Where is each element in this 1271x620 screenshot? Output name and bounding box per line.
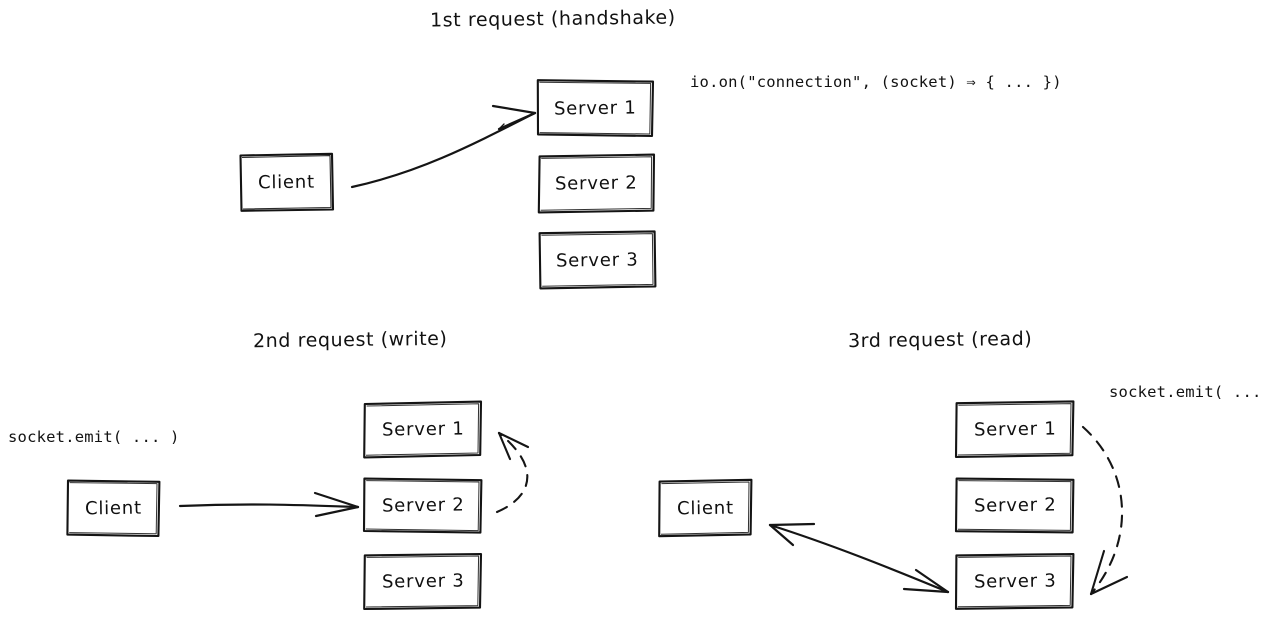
node-server-3-read[interactable]: Server 3 xyxy=(954,552,1075,611)
panel-title-handshake: 1st request (handshake) xyxy=(429,6,676,32)
node-label: Server 1 xyxy=(381,418,465,441)
node-client-write[interactable]: Client xyxy=(66,478,161,538)
code-note-socket-emit-read: socket.emit( ... ) xyxy=(1109,383,1271,401)
node-server-2-handshake[interactable]: Server 2 xyxy=(537,153,656,214)
arrow-client-to-server1-handshake xyxy=(350,104,537,189)
node-client-read[interactable]: Client xyxy=(658,478,753,538)
node-label: Server 3 xyxy=(381,570,465,593)
code-note-io-on-connection: io.on("connection", (socket) ⇒ { ... }) xyxy=(690,73,1062,91)
node-server-2-read[interactable]: Server 2 xyxy=(954,476,1075,535)
node-label: Client xyxy=(257,171,316,193)
node-client-handshake[interactable]: Client xyxy=(239,152,335,212)
node-label: Server 3 xyxy=(973,570,1057,593)
node-server-1-handshake[interactable]: Server 1 xyxy=(536,78,655,138)
arrow-server2-to-server1-broadcast xyxy=(495,431,530,514)
code-note-socket-emit-write: socket.emit( ... ) xyxy=(8,428,180,446)
panel-title-write: 2nd request (write) xyxy=(252,327,448,353)
node-label: Server 1 xyxy=(973,418,1057,441)
node-label: Client xyxy=(84,497,143,519)
arrow-client-to-server2-write xyxy=(178,491,360,518)
arrow-client-to-server3-read xyxy=(768,522,950,594)
node-label: Server 1 xyxy=(554,96,637,120)
arrow-server1-to-server3-broadcast xyxy=(1081,425,1129,596)
panel-title-read: 3rd request (read) xyxy=(847,327,1033,353)
node-server-1-write[interactable]: Server 1 xyxy=(363,400,483,459)
node-label: Client xyxy=(676,497,735,519)
node-label: Server 2 xyxy=(973,494,1057,517)
node-server-3-handshake[interactable]: Server 3 xyxy=(538,230,657,290)
node-server-1-read[interactable]: Server 1 xyxy=(954,400,1075,459)
node-server-3-write[interactable]: Server 3 xyxy=(363,552,483,611)
node-label: Server 2 xyxy=(381,494,465,517)
node-label: Server 3 xyxy=(556,248,639,272)
node-server-2-write[interactable]: Server 2 xyxy=(362,476,483,535)
node-label: Server 2 xyxy=(555,172,638,195)
